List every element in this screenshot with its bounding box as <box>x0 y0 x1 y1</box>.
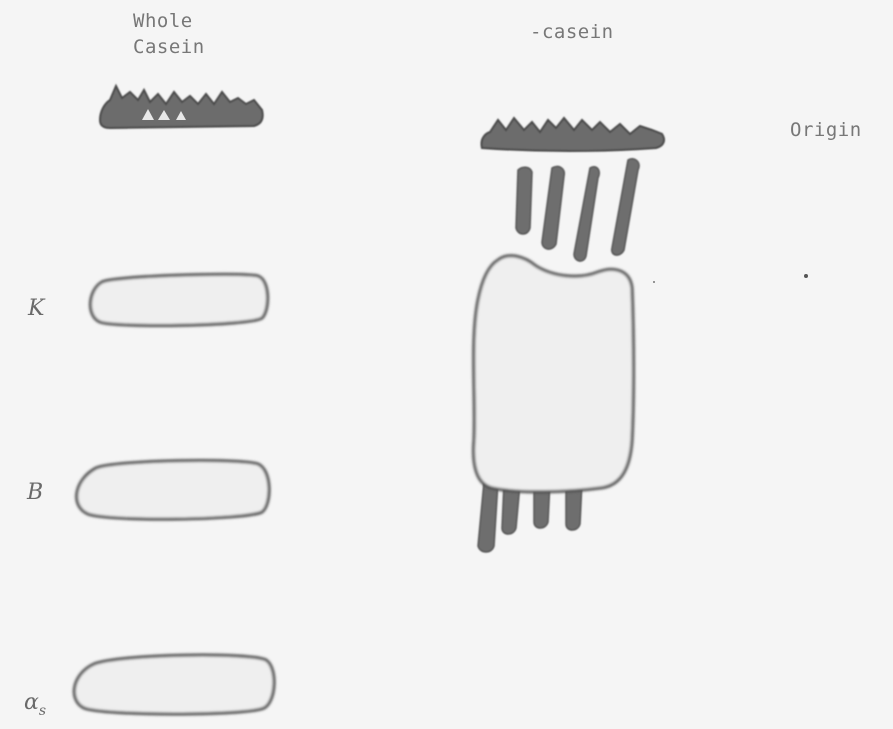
fraction-main-band <box>474 256 634 492</box>
upper-streak-2 <box>542 166 564 249</box>
alpha-s-casein-band <box>74 655 274 714</box>
fraction-origin-band <box>481 118 664 151</box>
fraction-lane-title: -casein <box>530 20 614 44</box>
lower-streak-1 <box>478 482 498 552</box>
origin-label: Origin <box>790 118 862 142</box>
beta-band-label: B <box>27 480 43 505</box>
upper-streak-3 <box>574 167 599 261</box>
kappa-casein-band <box>90 274 267 325</box>
speck-2 <box>653 281 655 283</box>
kappa-band-label: K <box>28 296 44 321</box>
beta-casein-band <box>77 461 269 520</box>
whole-casein-title-line2: Casein <box>133 36 205 58</box>
upper-streak-4 <box>612 159 639 255</box>
whole-casein-origin-band <box>100 86 263 128</box>
whole-casein-title-line1: Whole <box>133 10 193 32</box>
alpha-subscript: s <box>39 703 46 719</box>
speck-1 <box>804 274 808 278</box>
alpha-symbol: α <box>24 690 39 715</box>
upper-streak-1 <box>516 167 532 234</box>
alpha-s-band-label: αs <box>24 690 46 715</box>
